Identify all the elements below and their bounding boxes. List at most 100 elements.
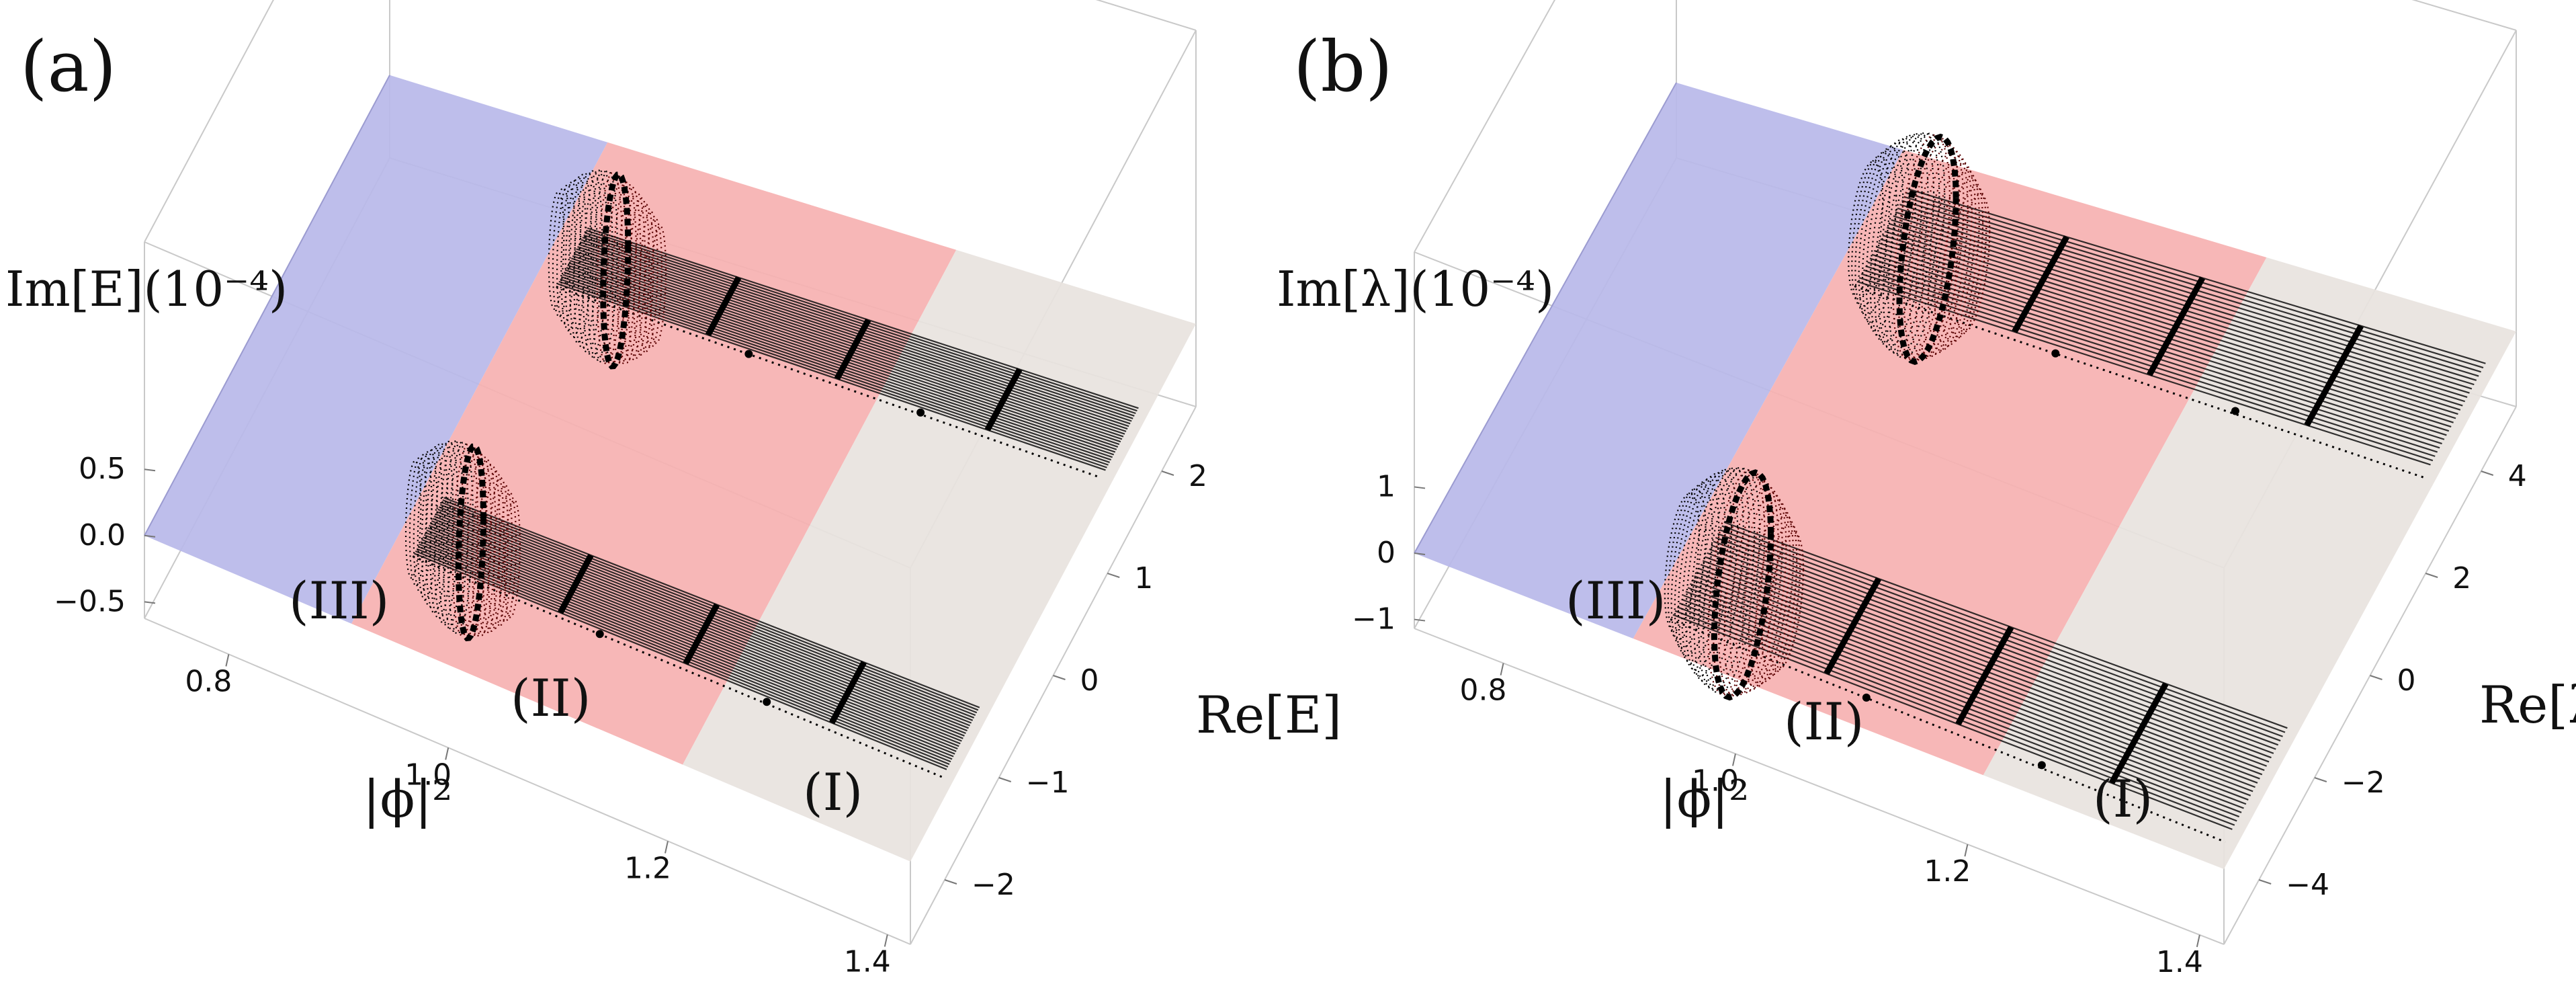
- spectrum-crossbar: [834, 318, 871, 380]
- guide-line: [1670, 618, 2226, 844]
- x-tick-label: 1.4: [844, 944, 891, 979]
- box-edge: [1095, 0, 1197, 31]
- guide-dot: [1862, 693, 1871, 702]
- loop-curve: [552, 187, 570, 318]
- region-label-1: (III): [1565, 571, 1666, 630]
- loop-curve: [1865, 138, 1917, 337]
- x-tick-label: 1.0: [1692, 764, 1739, 798]
- spectrum-crossbar: [2108, 682, 2169, 785]
- x-axis-title: |ϕ|²: [363, 769, 452, 829]
- spectrum-line: [568, 262, 1119, 448]
- spectrum-line: [579, 241, 1131, 425]
- loop-curve: [1873, 133, 1929, 349]
- loop-curve: [1748, 506, 1795, 685]
- loop-curve: [476, 464, 501, 635]
- spectrum-line: [1707, 552, 2270, 763]
- spectrum-line: [563, 272, 1113, 458]
- y-tick-label: 0: [2397, 663, 2416, 698]
- spectrum-crossbar: [683, 603, 720, 665]
- spectrum-line: [1689, 583, 2251, 796]
- z-axis: −0.50.00.5: [54, 452, 156, 618]
- region-label-2: (II): [1784, 692, 1864, 751]
- spectrum-crossbar: [2304, 324, 2364, 427]
- spectrum-line: [558, 280, 1107, 468]
- y-tick: [1053, 675, 1066, 680]
- z-tick: [1414, 618, 1426, 622]
- spectrum-line: [1709, 548, 2272, 759]
- box-edge: [1414, 628, 2225, 945]
- spectrum-line: [1700, 563, 2263, 776]
- loop-curve: [568, 173, 593, 344]
- guide-dot: [763, 698, 771, 706]
- y-tick: [2425, 573, 2438, 578]
- x-tick: [1732, 753, 1736, 766]
- z-tick: [144, 468, 156, 472]
- spectrum-line: [414, 553, 947, 770]
- spectrum-line: [1717, 533, 2281, 742]
- spectrum-line: [441, 501, 978, 714]
- spectrum-line: [1713, 540, 2276, 750]
- spectrum-line: [1856, 280, 2431, 466]
- spectrum-line: [1681, 598, 2242, 813]
- loop-curve: [582, 169, 608, 358]
- spectrum-line: [422, 536, 957, 752]
- region-plane-1: [144, 75, 608, 624]
- spectrum-line: [1867, 261, 2442, 445]
- spectrum-line: [1715, 536, 2279, 746]
- spectrum-line: [1865, 265, 2440, 449]
- box-edge: [144, 618, 911, 945]
- y-tick-label: −2: [972, 868, 1015, 902]
- spectrum-crossbar: [1955, 625, 2014, 726]
- y-tick-label: 2: [2452, 561, 2471, 596]
- spectrum-line: [1869, 257, 2445, 440]
- loop-curve: [1684, 469, 1739, 678]
- spectrum-line: [557, 283, 1106, 471]
- y-tick: [1107, 573, 1120, 578]
- spectrum-line: [570, 259, 1120, 446]
- y-axis-title: Re[E]: [1196, 685, 1342, 745]
- loop-curve: [649, 224, 667, 344]
- spectrum-line: [1895, 211, 2473, 390]
- spectrum-stripes: [1670, 188, 2486, 844]
- region-plane-2: [1633, 150, 2267, 776]
- spectrum-line: [1721, 525, 2286, 733]
- x-axis: 0.81.01.21.4: [185, 654, 891, 979]
- spectrum-line: [427, 527, 962, 742]
- spectrum-crossbar: [705, 276, 742, 337]
- z-tick: [1414, 553, 1426, 555]
- x-tick: [1964, 844, 1969, 857]
- guide-dot: [595, 630, 604, 639]
- spectrum-line: [420, 541, 954, 758]
- spectrum-line: [561, 276, 1110, 463]
- spectrum-line: [1882, 234, 2458, 415]
- loop-branch-1: [548, 169, 667, 370]
- loop-curve: [421, 446, 443, 608]
- x-tick-label: 0.8: [185, 664, 232, 698]
- y-tick-label: 2: [1189, 459, 1207, 493]
- guide-dot: [2037, 761, 2046, 770]
- y-axis-title: Re[λ]: [2479, 675, 2576, 735]
- spectrum-line: [1891, 219, 2468, 399]
- region-plane-2: [351, 142, 957, 765]
- spectrum-line: [417, 546, 951, 763]
- spectrum-crossbar: [829, 661, 867, 725]
- region-planes: [1414, 83, 2516, 869]
- spectrum-line: [437, 508, 974, 721]
- box-edge: [1414, 0, 1556, 253]
- guide-dot: [744, 350, 753, 358]
- z-tick-label: 1: [1377, 469, 1396, 503]
- loop-curve: [442, 440, 469, 632]
- panel-a: −0.50.00.5−2−10120.81.01.21.4(III)(II)(I…: [5, 0, 1342, 979]
- spectrum-line: [416, 548, 950, 766]
- z-tick-label: 0.5: [79, 452, 126, 486]
- spectrum-line: [1679, 602, 2240, 818]
- guide-dot: [2051, 349, 2060, 358]
- spectrum-crossbar: [2147, 276, 2206, 376]
- spectrum-line: [1672, 614, 2233, 830]
- loop-curve: [1909, 145, 1965, 360]
- z-axis: −101: [1352, 469, 1426, 637]
- x-axis-title: |ϕ|²: [1660, 769, 1749, 829]
- y-tick-label: 0: [1080, 663, 1099, 698]
- loop-branch-2: [404, 440, 521, 642]
